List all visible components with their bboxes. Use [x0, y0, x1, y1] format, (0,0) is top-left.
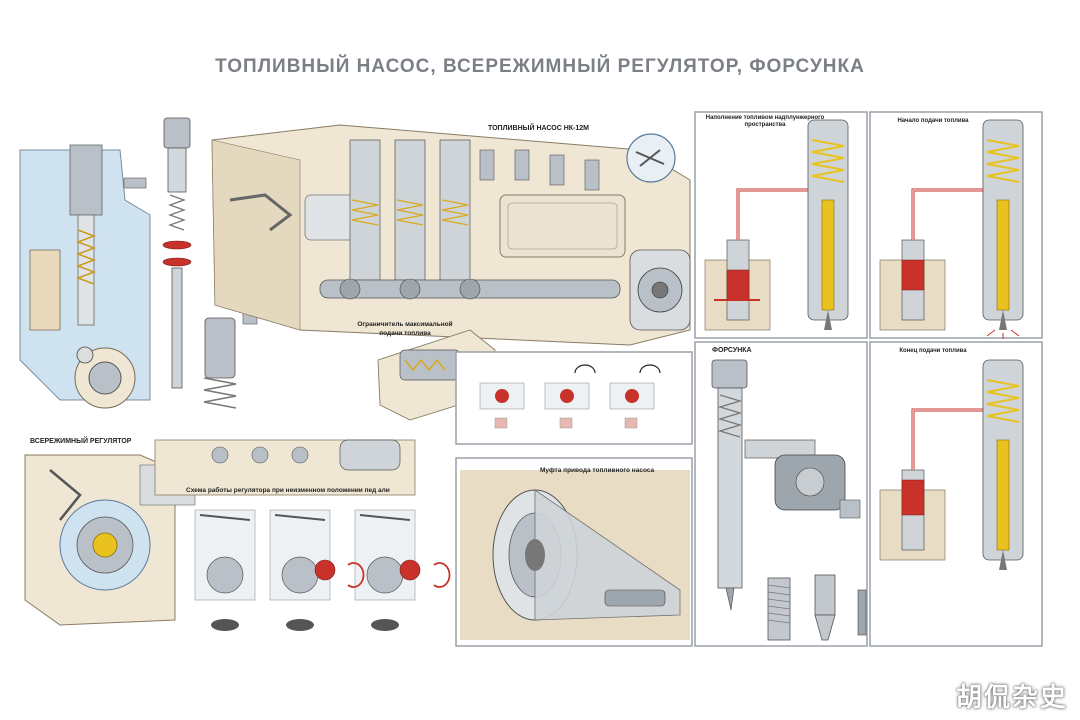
pump-cross-section — [19, 144, 151, 409]
governor-label: ВСЕРЕЖИМНЫЙ РЕГУЛЯТОР — [30, 438, 132, 445]
lever-diagrams — [479, 364, 661, 429]
injector-drawing — [711, 359, 861, 611]
injector-parts — [767, 574, 867, 641]
phase-fill-label: Наполнение топливом надплунжерного прост… — [705, 115, 825, 128]
plunger-pair — [162, 117, 258, 409]
phase-fill-drawing — [704, 119, 849, 331]
governor-assembly — [24, 439, 416, 626]
limiter-label: Ограничитель максимальной подачи топлива — [357, 321, 453, 337]
coupling-label: Муфта привода топливного насоса — [540, 467, 655, 474]
phase-end-label: Конец подачи топлива — [899, 348, 967, 354]
watermark: 胡侃杂史 — [955, 683, 1068, 713]
phase-end-drawing — [879, 359, 1024, 570]
coupling-drawing — [460, 470, 690, 640]
injector-label: ФОРСУНКА — [712, 347, 752, 354]
phase-start-label: Начало подачи топлива — [897, 118, 969, 124]
governor-scheme-label: Схема работы регулятора при неизменном п… — [186, 487, 390, 494]
phase-start-drawing — [879, 119, 1024, 339]
governor-scheme — [194, 509, 451, 631]
poster-title: ТОПЛИВНЫЙ НАСОС, ВСЕРЕЖИМНЫЙ РЕГУЛЯТОР, … — [215, 56, 865, 77]
pump-housing — [211, 124, 691, 346]
pump-model-label: ТОПЛИВНЫЙ НАСОС НК-12М — [488, 125, 589, 132]
